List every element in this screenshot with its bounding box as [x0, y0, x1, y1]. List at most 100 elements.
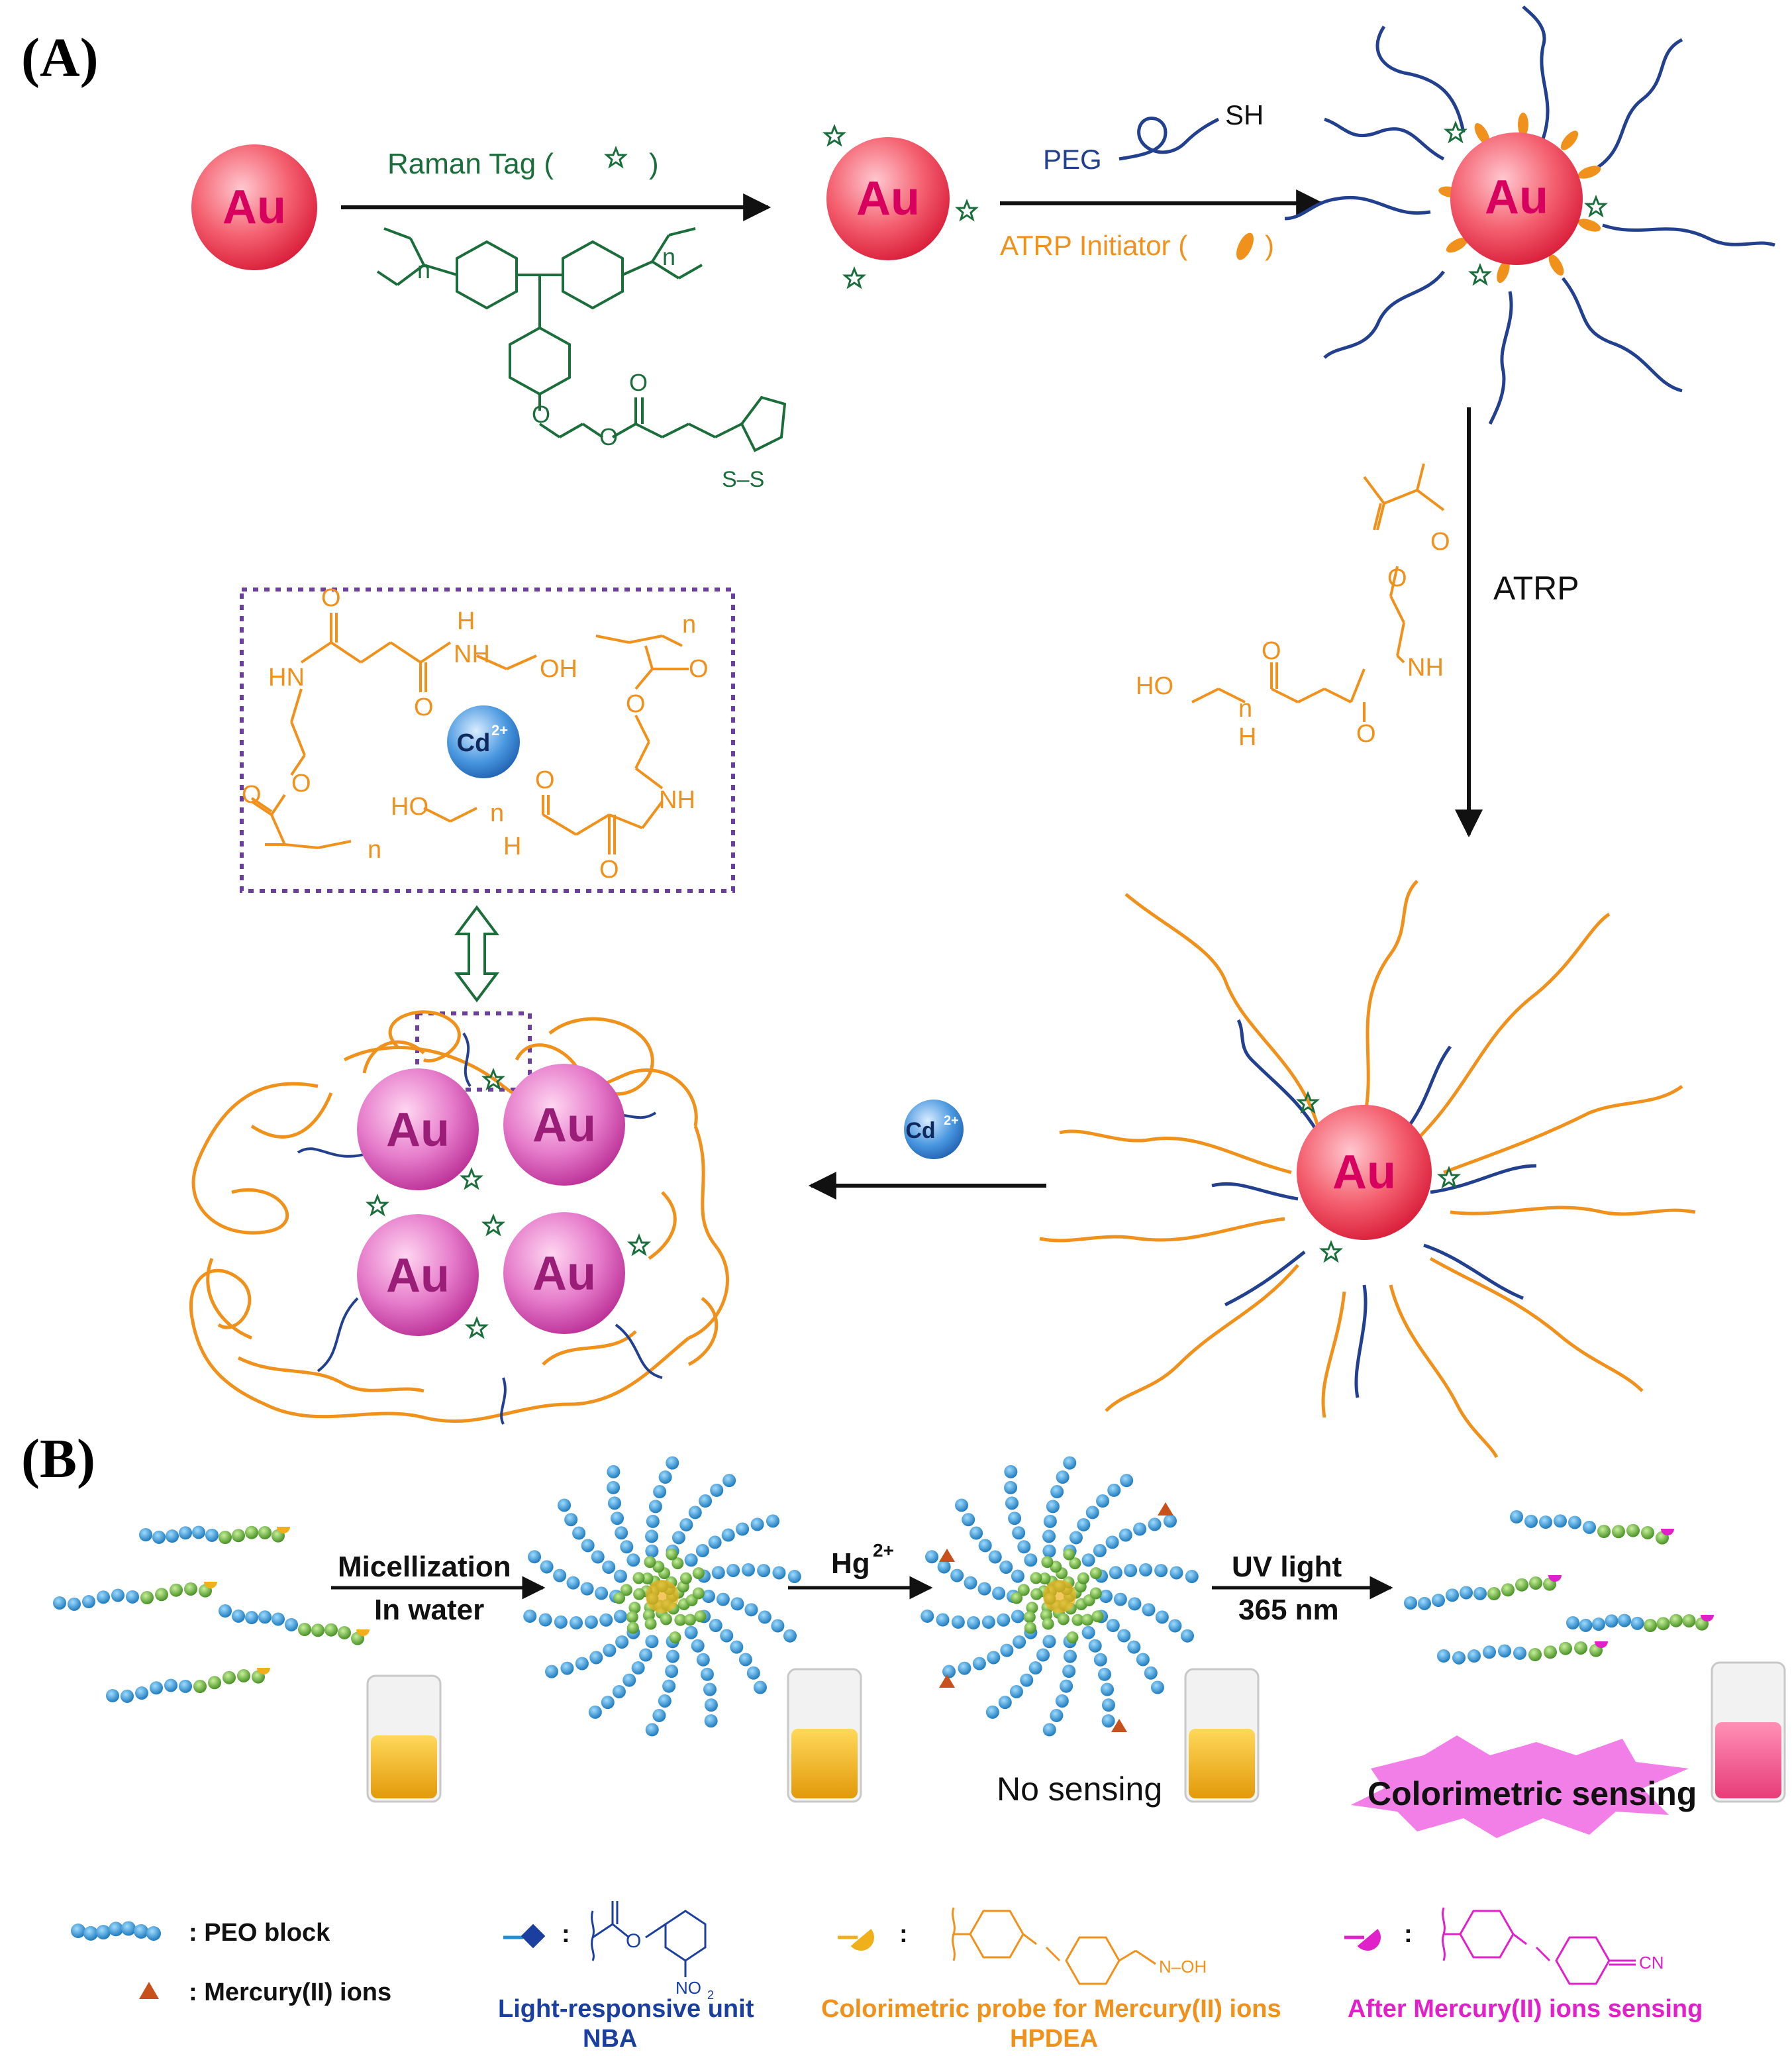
peo-bead: [744, 1603, 758, 1617]
raman-star-icon: [1469, 264, 1491, 285]
peo-bead: [1101, 1698, 1115, 1712]
xl-o2: O: [414, 694, 434, 721]
legend-light-line1: Light-responsive unit: [498, 1995, 754, 2023]
peo-bead: [96, 1925, 111, 1940]
peo-bead: [1583, 1520, 1596, 1534]
peo-bead: [645, 1544, 659, 1558]
peo-bead: [730, 1597, 744, 1611]
peo-bead: [523, 1609, 537, 1623]
peo-bead: [1437, 1649, 1450, 1663]
peo-bead: [166, 1529, 179, 1543]
peo-bead: [1017, 1540, 1031, 1554]
peo-bead: [164, 1678, 177, 1692]
monomer-o1: O: [1430, 528, 1450, 556]
peo-bead: [602, 1560, 616, 1574]
peo-bead: [603, 1643, 617, 1657]
atrp-label: ATRP: [1493, 570, 1579, 607]
peo-bead: [71, 1924, 85, 1938]
peo-bead: [726, 1564, 740, 1578]
peo-bead: [937, 1560, 951, 1574]
hydrophobic-bead: [324, 1623, 338, 1637]
probe-unit-icon: [257, 1668, 270, 1674]
peo-bead: [232, 1609, 245, 1623]
raman-star-icon: [483, 1215, 504, 1235]
peo-bead: [179, 1526, 192, 1540]
peo-bead: [772, 1566, 786, 1580]
peo-bead: [716, 1592, 730, 1606]
peo-bead: [648, 1500, 662, 1514]
peo-bead: [1085, 1506, 1099, 1519]
micellization-label: Micellization: [338, 1551, 511, 1583]
peo-bead: [595, 1586, 609, 1600]
peo-bead: [589, 1651, 603, 1665]
peo-bead: [1088, 1639, 1102, 1653]
hydrophobic-bead: [1023, 1611, 1036, 1623]
nba-structure: [591, 1901, 707, 1977]
peo-bead: [987, 1651, 1001, 1665]
peo-bead: [766, 1514, 779, 1528]
micelle: [523, 1456, 801, 1737]
peo-bead: [1136, 1653, 1150, 1667]
peo-bead: [1036, 1648, 1050, 1662]
legend-probe-colon: :: [899, 1920, 908, 1948]
hydrophobic-bead: [660, 1613, 672, 1625]
peo-bead: [1498, 1644, 1511, 1658]
peo-bead: [192, 1525, 205, 1539]
peo-bead: [1093, 1653, 1107, 1667]
peo-bead: [1009, 1684, 1023, 1698]
monomer-ho: HO: [1136, 672, 1173, 700]
hydrophobic-bead: [1559, 1641, 1572, 1655]
peo-bead: [658, 1470, 672, 1484]
au-label: Au: [856, 172, 920, 225]
panel-label-b: (B): [21, 1428, 95, 1490]
hydrophobic-bead: [1026, 1602, 1038, 1614]
peo-bead: [1106, 1619, 1120, 1633]
peo-bead: [730, 1640, 744, 1654]
crosslink-detail-box: [240, 588, 735, 893]
peo-bead: [82, 1595, 95, 1609]
peo-bead: [1013, 1635, 1026, 1649]
au-label: Au: [223, 181, 286, 234]
peo-bead: [704, 1714, 718, 1728]
peo-bead: [1063, 1649, 1077, 1663]
peo-bead: [964, 1576, 977, 1590]
peo-bead: [1101, 1714, 1115, 1728]
hydrophobic-bead: [1641, 1525, 1654, 1539]
xl-h2: H: [503, 833, 521, 860]
peo-bead: [691, 1639, 705, 1653]
peo-bead: [1117, 1629, 1131, 1643]
raman-n-right: n: [662, 243, 675, 270]
hydrophobic-bead: [1626, 1523, 1640, 1537]
raman-tag-label: Raman Tag (: [387, 148, 554, 180]
xl-ho: HO: [391, 793, 428, 821]
crosslink-structure: [250, 613, 689, 854]
peo-bead: [1004, 1465, 1018, 1478]
peo-bead: [658, 1694, 672, 1708]
peo-bead: [962, 1513, 975, 1527]
gold-nanoparticle-peg-initiator: Au: [1284, 5, 1775, 425]
hydrophobic-bead: [1501, 1583, 1515, 1597]
peo-bead: [1042, 1723, 1056, 1737]
peo-bead: [955, 1498, 969, 1512]
hydrophobic-bead: [1011, 1592, 1023, 1604]
peo-bead: [1155, 1610, 1169, 1624]
hydrophobic-bead: [1030, 1572, 1042, 1584]
hydrophobic-bead: [1528, 1647, 1542, 1661]
legend-nba-colon: :: [562, 1920, 570, 1948]
peo-bead: [1046, 1500, 1060, 1514]
hydrophobic-bead: [626, 1621, 639, 1634]
peo-bead: [696, 1653, 710, 1667]
peo-bead: [925, 1550, 939, 1564]
hydrophobic-bead: [1597, 1524, 1611, 1538]
raman-star-icon: [466, 1317, 487, 1338]
peo-bead: [1510, 1510, 1523, 1523]
hydrophobic-bead: [1612, 1525, 1625, 1539]
xl-nh2: NH: [659, 786, 695, 814]
peo-bead: [703, 1682, 717, 1696]
peo-bead: [1011, 1569, 1024, 1583]
hydrophobic-bead: [694, 1610, 707, 1623]
peo-bead: [588, 1705, 602, 1719]
raman-star-icon: [844, 268, 865, 288]
peo-bead: [258, 1610, 272, 1624]
